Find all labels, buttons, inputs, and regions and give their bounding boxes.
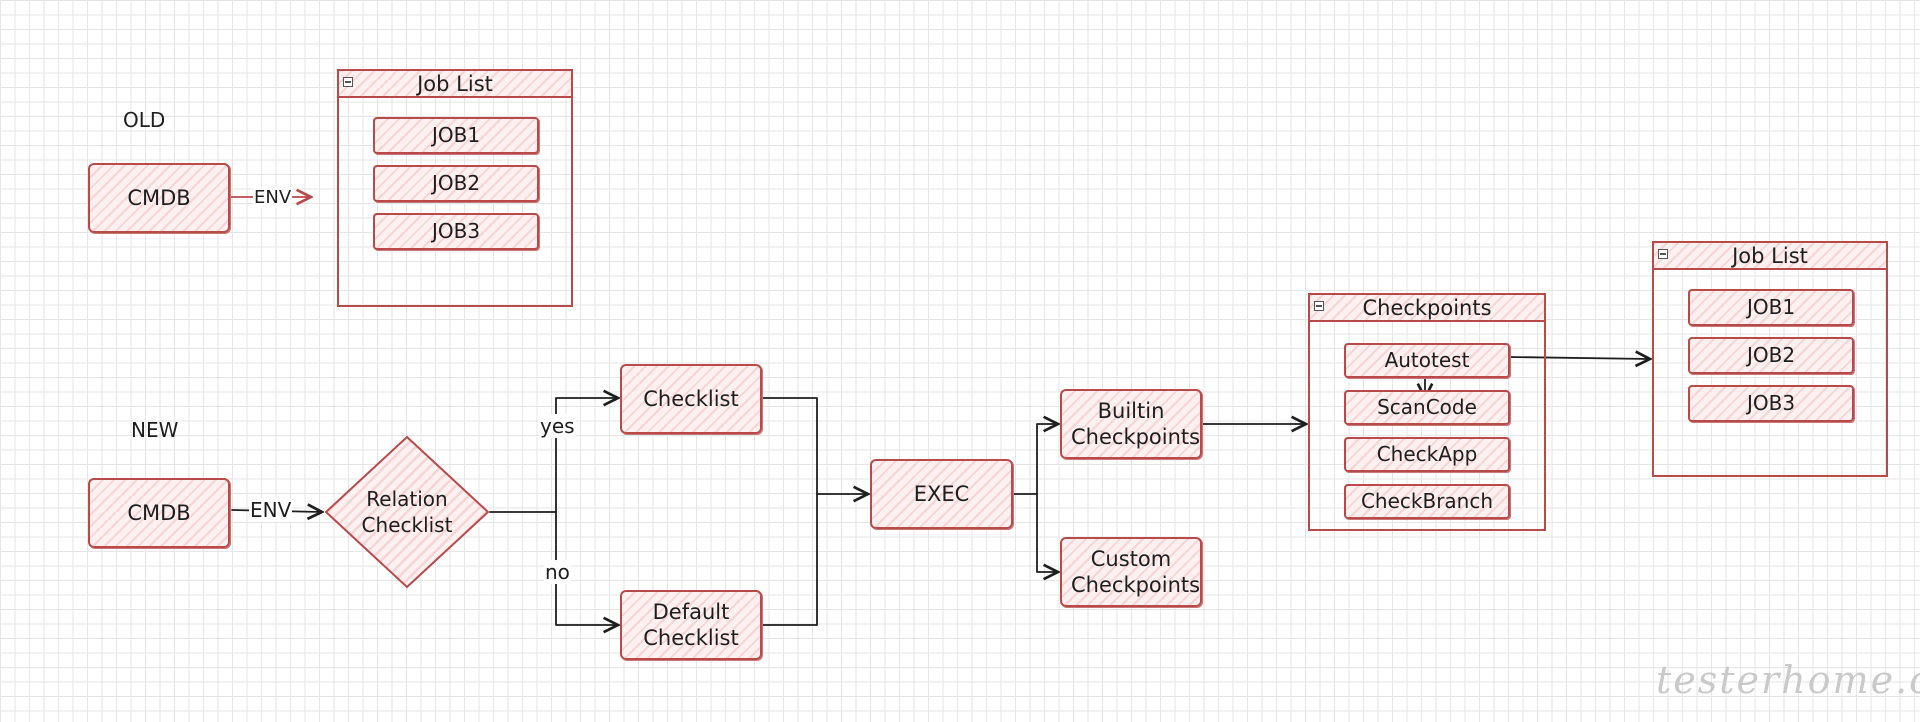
checkpoint-label: CheckApp — [1376, 442, 1478, 466]
default-checklist-node[interactable]: Default Checklist — [620, 590, 762, 660]
collapse-icon[interactable] — [1314, 301, 1324, 311]
checkpoint-item[interactable]: CheckApp — [1344, 437, 1510, 472]
new-job-item[interactable]: JOB2 — [1688, 337, 1854, 374]
diamond-shape — [324, 435, 490, 589]
new-job-label: JOB1 — [1746, 295, 1796, 319]
new-env-label: ENV — [249, 498, 293, 522]
builtin-checkpoints-node[interactable]: Builtin Checkpoints — [1060, 389, 1202, 459]
old-cmdb-label: CMDB — [127, 185, 191, 210]
old-job-list-header: Job List — [339, 71, 571, 98]
old-job-label: JOB2 — [431, 171, 481, 195]
custom-checkpoints-label: Custom Checkpoints — [1071, 546, 1201, 597]
old-env-label: ENV — [253, 187, 293, 208]
checkpoints-title: Checkpoints — [1362, 295, 1492, 320]
old-cmdb-node[interactable]: CMDB — [88, 163, 230, 233]
old-job-item[interactable]: JOB3 — [373, 213, 539, 250]
old-job-list-title: Job List — [417, 71, 493, 96]
checkpoints-header: Checkpoints — [1310, 295, 1544, 322]
checkpoint-item[interactable]: CheckBranch — [1344, 484, 1510, 519]
watermark: testerhome.com — [1656, 658, 1920, 702]
new-job-label: JOB3 — [1746, 391, 1796, 415]
exec-custom-arrow — [1036, 493, 1058, 572]
checkpoints-panel[interactable]: Checkpoints Autotest ScanCode CheckApp C… — [1308, 293, 1546, 531]
checklist-label: Checklist — [643, 386, 739, 411]
builtin-checkpoints-label: Builtin Checkpoints — [1071, 398, 1201, 449]
new-job-item[interactable]: JOB1 — [1688, 289, 1854, 326]
old-heading: OLD — [123, 108, 166, 132]
collapse-icon[interactable] — [343, 77, 353, 87]
relation-checklist-label: Relation Checklist — [361, 487, 453, 537]
checkpoint-item[interactable]: ScanCode — [1344, 390, 1510, 425]
checklist-node[interactable]: Checklist — [620, 364, 762, 434]
new-heading: NEW — [131, 418, 179, 442]
new-job-list-title: Job List — [1732, 243, 1808, 268]
checkpoint-label: Autotest — [1384, 348, 1470, 372]
new-job-list-header: Job List — [1654, 243, 1886, 270]
yes-label: yes — [539, 414, 576, 438]
no-label: no — [544, 560, 571, 584]
exec-node[interactable]: EXEC — [870, 459, 1013, 529]
new-job-list-panel[interactable]: Job List JOB1 JOB2 JOB3 — [1652, 241, 1888, 477]
new-job-item[interactable]: JOB3 — [1688, 385, 1854, 422]
old-job-label: JOB1 — [431, 123, 481, 147]
collapse-icon[interactable] — [1658, 249, 1668, 259]
custom-checkpoints-node[interactable]: Custom Checkpoints — [1060, 537, 1202, 607]
old-job-label: JOB3 — [431, 219, 481, 243]
old-job-item[interactable]: JOB2 — [373, 165, 539, 202]
new-cmdb-label: CMDB — [127, 500, 191, 525]
new-job-label: JOB2 — [1746, 343, 1796, 367]
new-cmdb-node[interactable]: CMDB — [88, 478, 230, 548]
default-checklist-label: Default Checklist — [643, 599, 739, 650]
exec-label: EXEC — [913, 481, 970, 506]
checkpoint-label: ScanCode — [1377, 395, 1477, 419]
exec-builtin-arrow — [1012, 424, 1058, 495]
default-exec-arrow — [761, 493, 818, 626]
checklist-exec-arrow — [761, 397, 868, 494]
relation-checklist-decision[interactable]: Relation Checklist — [324, 435, 490, 589]
old-job-list-panel[interactable]: Job List JOB1 JOB2 JOB3 — [337, 69, 573, 307]
checkpoint-item[interactable]: Autotest — [1344, 343, 1510, 378]
checkpoint-label: CheckBranch — [1360, 489, 1494, 513]
old-job-item[interactable]: JOB1 — [373, 117, 539, 154]
